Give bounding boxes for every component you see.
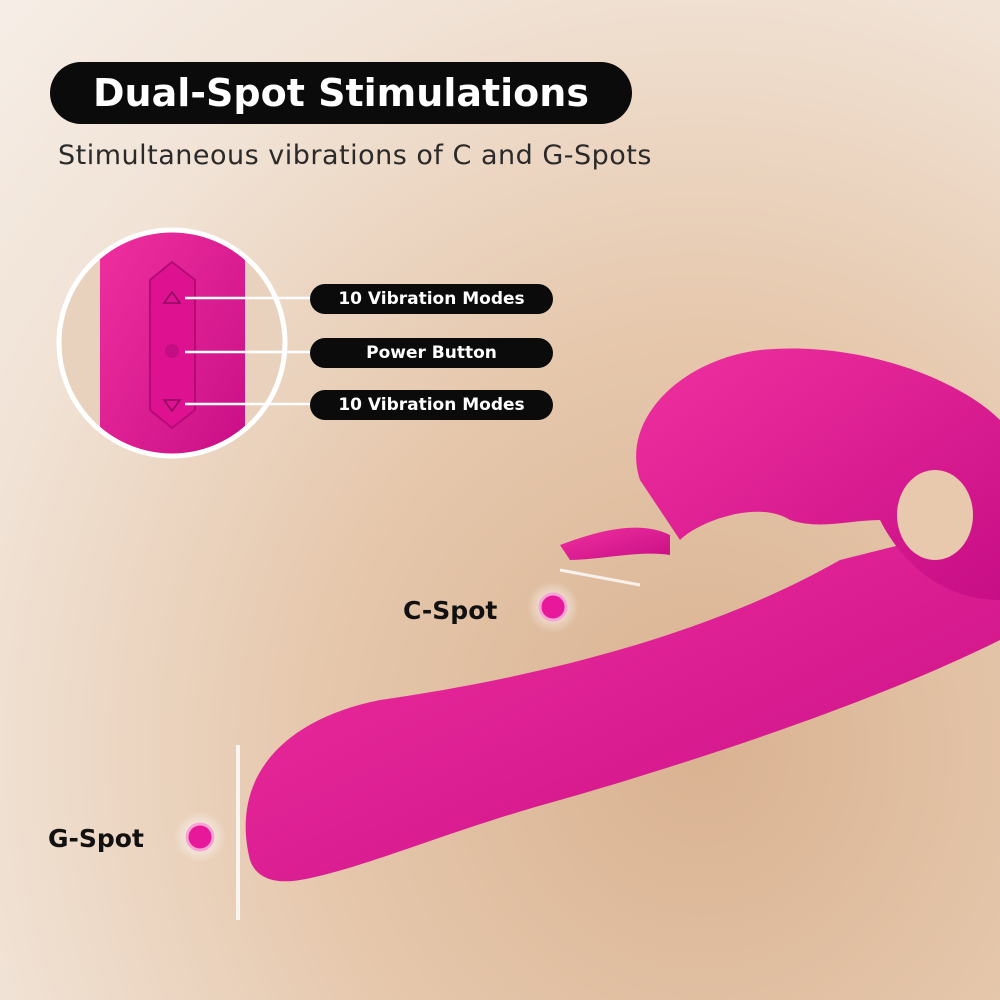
inset-border bbox=[56, 227, 288, 459]
c-spot-label: C-Spot bbox=[403, 596, 498, 625]
motion-line bbox=[559, 568, 641, 587]
callout-vibration-up: 10 Vibration Modes bbox=[310, 284, 553, 314]
callout-power-button: Power Button bbox=[310, 338, 553, 368]
callout-vibration-down: 10 Vibration Modes bbox=[310, 390, 553, 420]
power-dot-icon bbox=[165, 344, 179, 358]
g-spot-label: G-Spot bbox=[48, 824, 144, 853]
c-spot-marker bbox=[538, 592, 568, 622]
product-tip bbox=[560, 527, 670, 560]
button-inset bbox=[60, 231, 284, 455]
g-spot-marker bbox=[185, 822, 215, 852]
product-ring-hole bbox=[897, 470, 973, 560]
subtitle: Stimultaneous vibrations of C and G-Spot… bbox=[58, 140, 652, 171]
triangle-down-icon bbox=[162, 399, 182, 413]
triangle-up-icon bbox=[162, 290, 182, 304]
title-banner: Dual-Spot Stimulations bbox=[50, 62, 632, 124]
product-shaft bbox=[245, 520, 1000, 882]
